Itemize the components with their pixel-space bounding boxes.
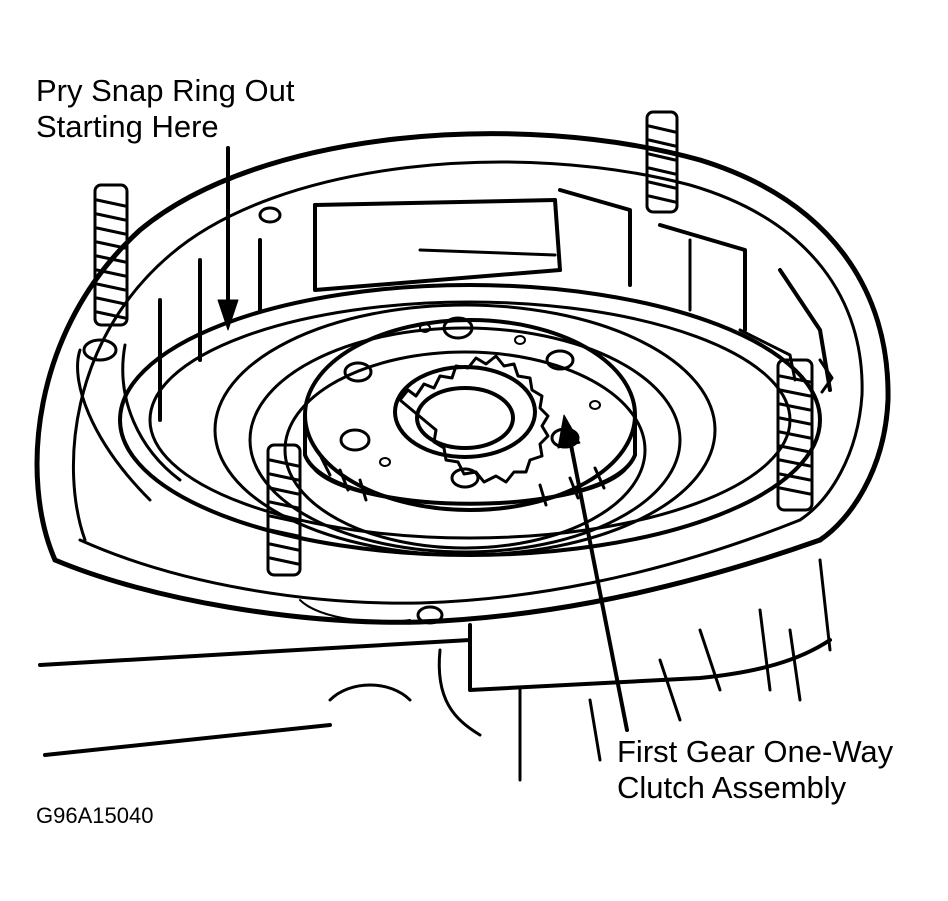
snap-ring-leader-arrow — [217, 146, 239, 331]
housing-flange — [34, 131, 891, 625]
clutch-leader-arrow — [557, 414, 629, 732]
stud-left — [93, 183, 129, 327]
one-way-clutch — [303, 316, 637, 512]
clutch-callout-line2: Clutch Assembly — [617, 770, 847, 805]
stud-back-right — [645, 110, 679, 214]
drum-wall — [158, 188, 834, 422]
clutch-callout: First Gear One-Way Clutch Assembly — [617, 734, 893, 806]
flange-holes — [76, 206, 444, 625]
stud-front — [266, 443, 302, 577]
clutch-callout-line1: First Gear One-Way — [617, 734, 894, 769]
case-body — [38, 558, 832, 782]
snap-ring-callout: Pry Snap Ring Out Starting Here — [36, 73, 294, 145]
snap-ring-callout-line1: Pry Snap Ring Out — [36, 73, 295, 108]
stud-right — [776, 358, 814, 512]
snap-ring-callout-line2: Starting Here — [36, 109, 219, 144]
figure-code: G96A15040 — [36, 803, 154, 828]
